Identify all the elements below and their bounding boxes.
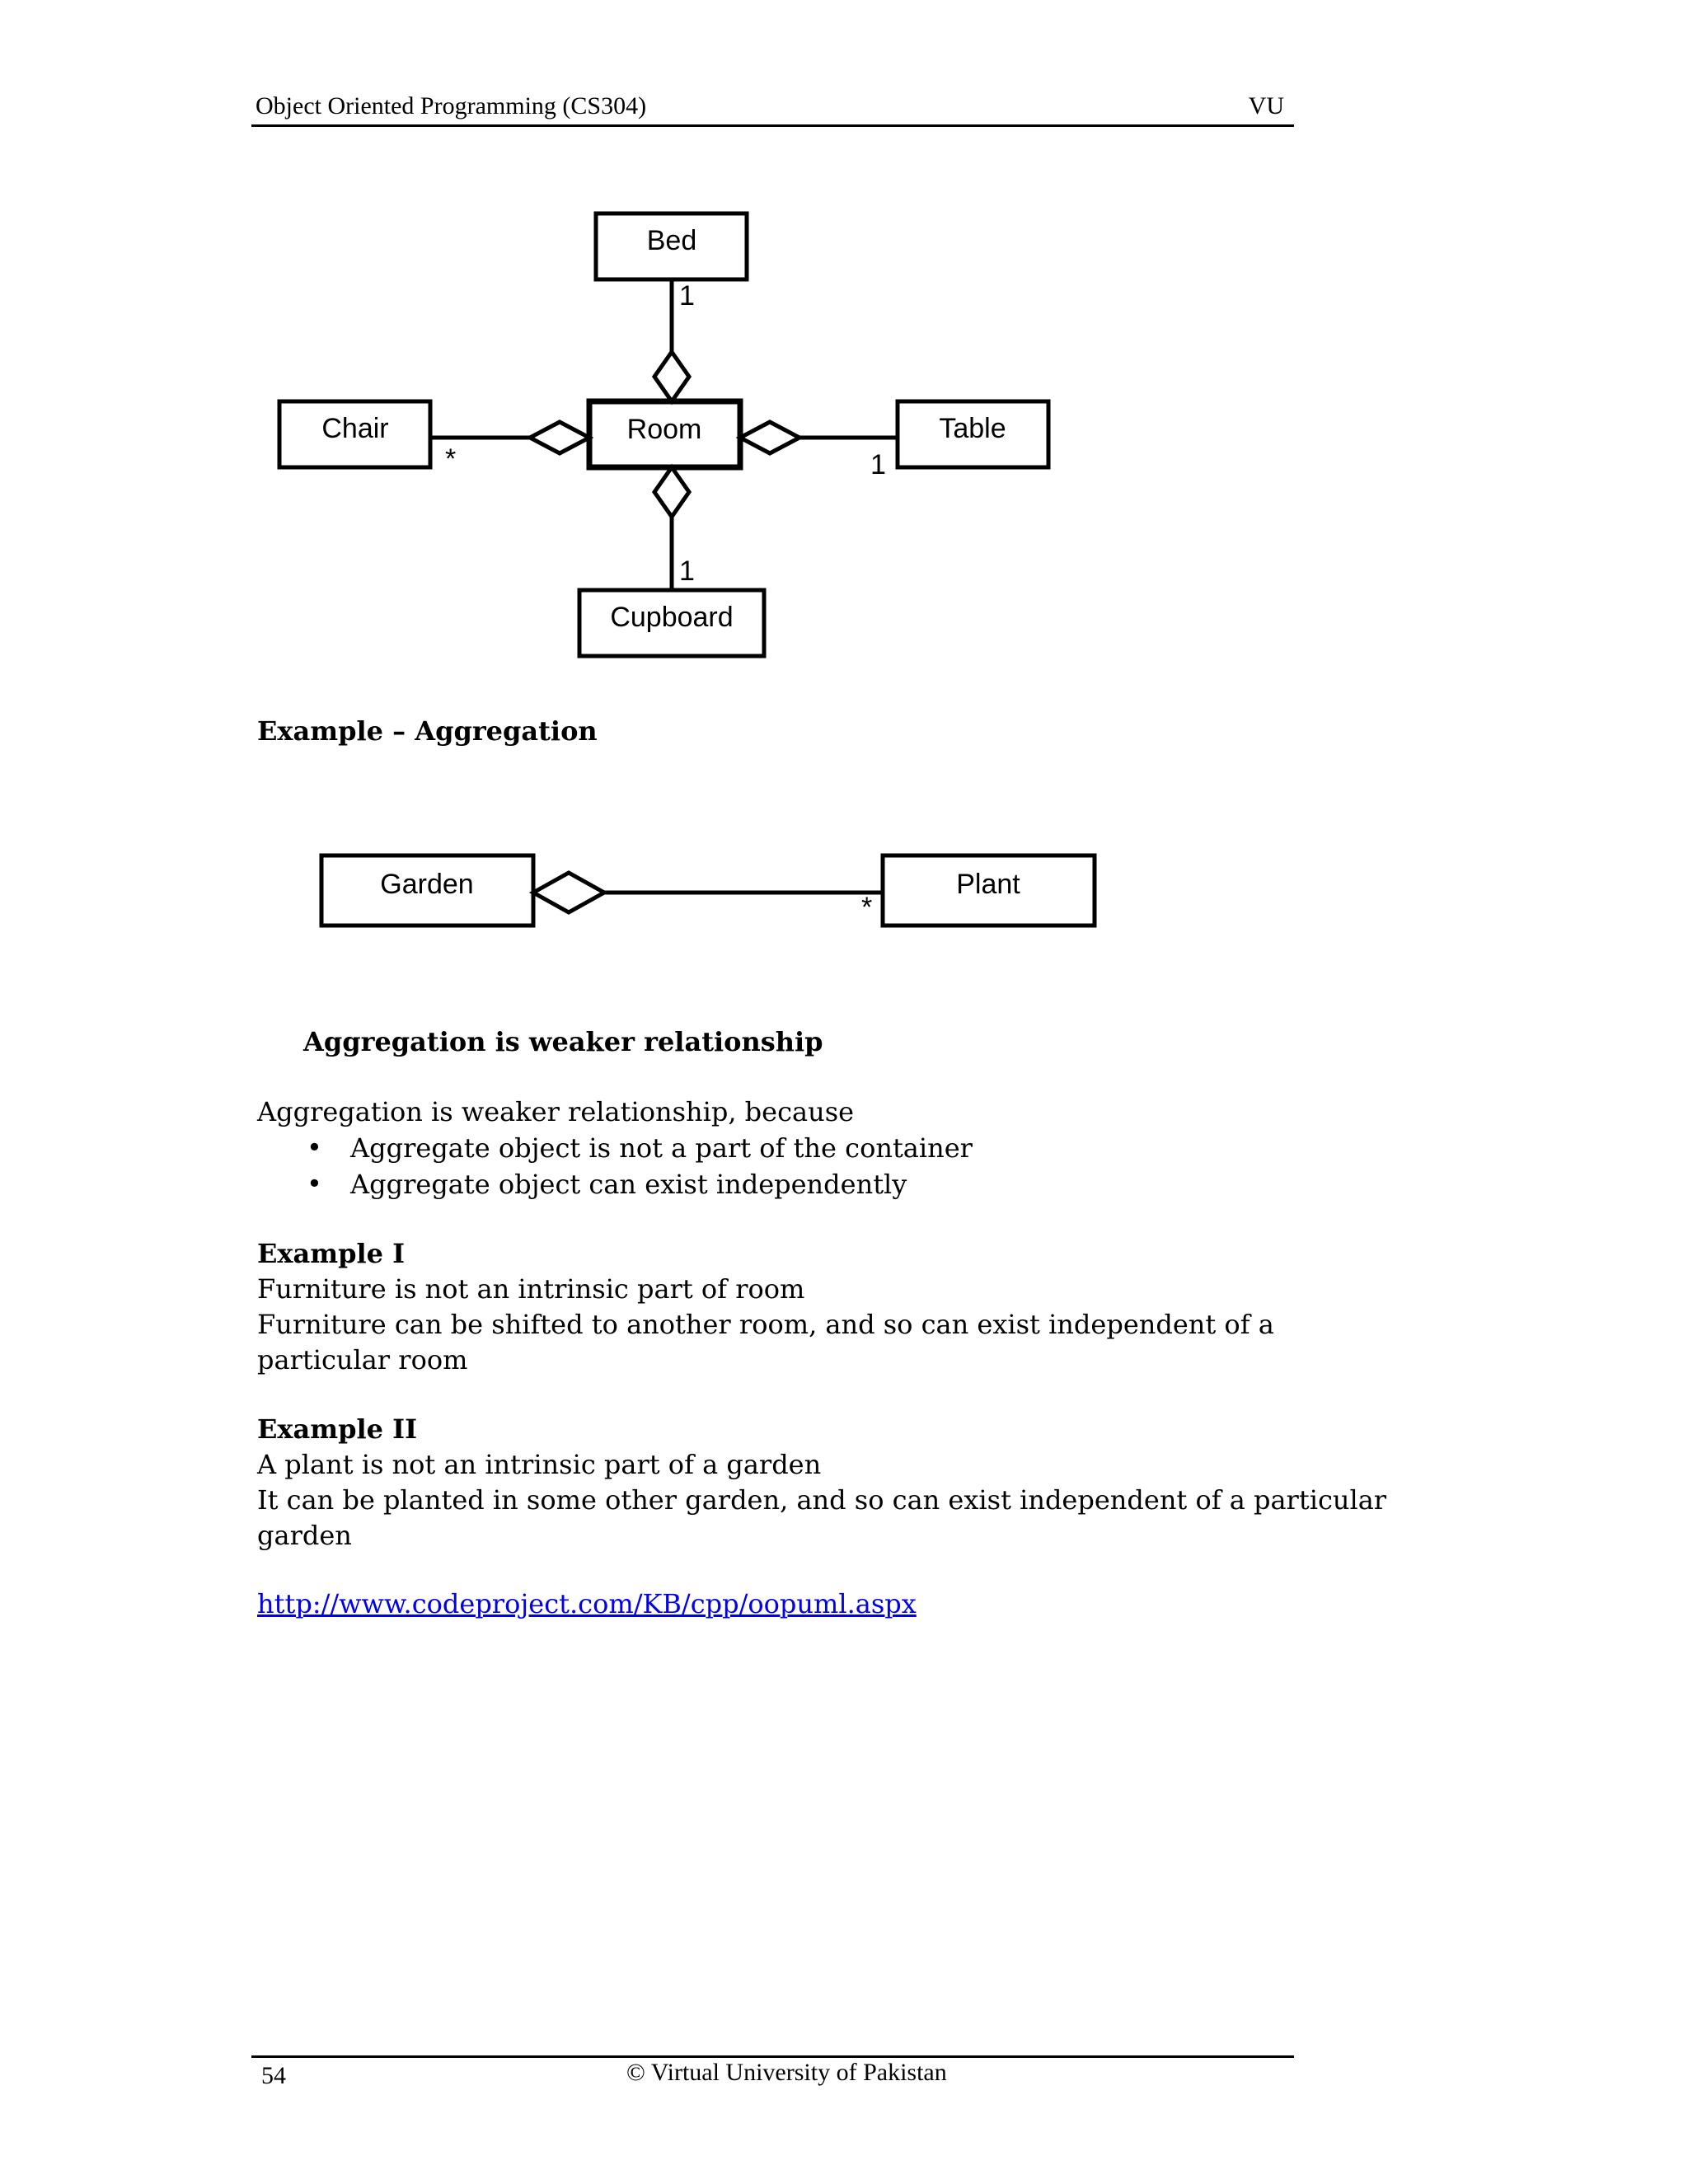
cupboard-aggregation-diamond — [651, 463, 692, 521]
table-box — [895, 399, 1051, 470]
example1-line: Furniture can be shifted to another room… — [257, 1309, 1274, 1340]
garden-aggregation-diamond — [528, 870, 609, 915]
room-label: Room — [627, 414, 702, 445]
room-box — [586, 398, 743, 471]
header-rule — [251, 124, 1294, 127]
example2-line: A plant is not an intrinsic part of a ga… — [257, 1449, 822, 1480]
room-aggregation-diagram — [277, 211, 1051, 658]
chair-box — [277, 399, 433, 470]
bed-multiplicity: 1 — [679, 280, 695, 312]
footer-copyright: © Virtual University of Pakistan — [626, 2059, 947, 2086]
subheading: Aggregation is weaker relationship — [303, 1026, 823, 1057]
bullet-item: Aggregate object is not a part of the co… — [350, 1132, 973, 1164]
page-header: Object Oriented Programming (CS304) VU — [251, 92, 1294, 129]
cupboard-label: Cupboard — [610, 602, 733, 633]
example1-line: particular room — [257, 1344, 468, 1376]
table-aggregation-diamond — [735, 419, 804, 456]
example2-line: It can be planted in some other garden, … — [257, 1484, 1387, 1516]
bed-aggregation-diamond — [651, 348, 692, 405]
header-right: VU — [1248, 92, 1284, 120]
page-number: 54 — [261, 2062, 286, 2089]
header-title: Object Oriented Programming (CS304) — [256, 92, 647, 120]
reference-link[interactable]: http://www.codeproject.com/KB/cpp/oopuml… — [257, 1588, 917, 1619]
plant-label: Plant — [956, 869, 1020, 900]
example2-title: Example II — [257, 1413, 418, 1445]
footer-rule — [251, 2055, 1294, 2058]
chair-label: Chair — [321, 413, 388, 444]
garden-label: Garden — [380, 869, 473, 900]
section-heading: Example – Aggregation — [257, 715, 598, 747]
table-multiplicity: 1 — [870, 449, 886, 480]
chair-aggregation-diamond — [525, 419, 594, 456]
example1-line: Furniture is not an intrinsic part of ro… — [257, 1273, 805, 1305]
bullet-marker: • — [307, 1132, 322, 1163]
bed-label: Bed — [647, 225, 697, 256]
bullet-item: Aggregate object can exist independently — [350, 1169, 907, 1200]
garden-plant-diagram — [319, 853, 1097, 928]
chair-multiplicity: * — [445, 443, 456, 475]
example1-title: Example I — [257, 1238, 406, 1269]
plant-multiplicity: * — [861, 892, 872, 923]
cupboard-multiplicity: 1 — [679, 555, 695, 587]
example2-line: garden — [257, 1520, 352, 1551]
bullet-marker: • — [307, 1168, 322, 1199]
table-label: Table — [939, 413, 1006, 444]
intro-text: Aggregation is weaker relationship, beca… — [257, 1096, 855, 1127]
